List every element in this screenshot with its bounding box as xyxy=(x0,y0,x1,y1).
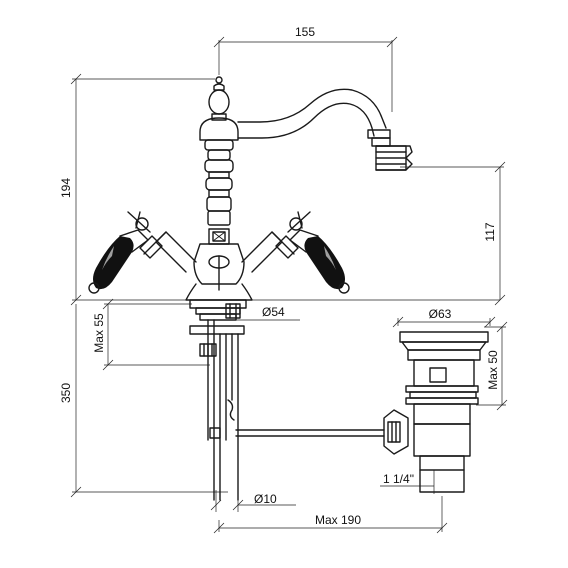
left-handle xyxy=(88,211,197,294)
under-deck-fixing xyxy=(189,299,385,501)
dim-max-190: Max 190 xyxy=(315,513,361,527)
dim-tube-diameter: Ø10 xyxy=(254,492,277,506)
dim-max-50: Max 50 xyxy=(486,350,500,390)
dim-flange-diameter: Ø54 xyxy=(262,305,285,319)
dimension-lines xyxy=(70,36,508,534)
right-handle xyxy=(241,211,350,294)
pop-up-waste xyxy=(383,331,489,493)
dim-194: 194 xyxy=(59,178,73,198)
dim-155: 155 xyxy=(295,25,315,39)
dim-117: 117 xyxy=(483,222,497,241)
dim-thread: 1 1/4" xyxy=(383,472,414,486)
dim-waste-diameter: Ø63 xyxy=(429,307,452,321)
dim-max-55: Max 55 xyxy=(92,313,106,353)
mixer-body xyxy=(185,76,253,301)
spout xyxy=(237,88,413,171)
dim-350: 350 xyxy=(59,383,73,403)
